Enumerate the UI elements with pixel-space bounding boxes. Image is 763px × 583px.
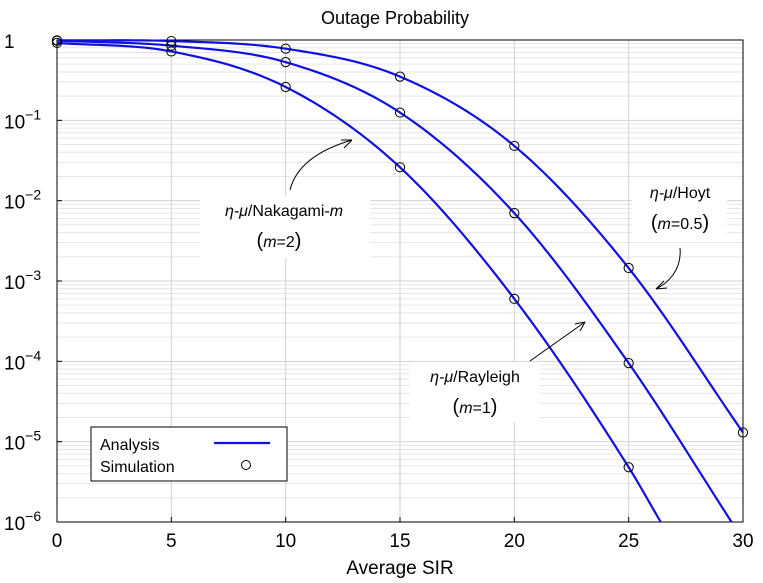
annotation-rayleigh-line2: (m=1): [453, 396, 498, 418]
x-tick-label: 10: [275, 531, 296, 552]
annotation-rayleigh-line1: η-μ/Rayleigh: [430, 369, 520, 386]
annotation-nakagami-arrow: [289, 139, 353, 191]
annotation-nakagami-arrowhead: [341, 139, 353, 149]
legend-box: [90, 426, 288, 482]
x-tick-label: 15: [389, 531, 410, 552]
simulation-point: [509, 140, 520, 152]
simulation-point: [394, 71, 406, 82]
y-tick-label: 10−1: [4, 106, 41, 133]
annotation-hoyt-line1: η-μ/Hoyt: [650, 185, 711, 202]
simulation-point: [623, 462, 634, 473]
simulation-point: [509, 208, 520, 219]
simulation-point: [280, 57, 291, 68]
annotation-hoyt-line2: (m=0.5): [651, 212, 709, 234]
legend-analysis-label: Analysis: [100, 437, 160, 454]
y-tick-label: 10−5: [4, 428, 41, 455]
simulation-point: [623, 262, 634, 274]
y-tick-label: 10−4: [4, 347, 41, 374]
legend-simulation-marker: [241, 460, 251, 470]
annotation-hoyt: η-μ/Hoyt (m=0.5): [632, 178, 727, 290]
simulation-point: [509, 293, 520, 304]
x-tick-label: 5: [166, 531, 177, 552]
simulation-point: [51, 37, 63, 49]
simulation-point: [166, 40, 177, 51]
simulation-point: [623, 358, 634, 369]
x-tick-label: 25: [618, 531, 639, 552]
y-tick-label: 10−6: [4, 508, 41, 535]
y-tick-label: 1: [4, 32, 15, 53]
simulation-point: [280, 43, 291, 54]
annotation-hoyt-arrow: [655, 247, 681, 290]
y-tick-label: 10−2: [4, 187, 41, 214]
simulation-point: [51, 35, 63, 46]
simulation-point: [737, 427, 749, 438]
annotation-nakagami: η-μ/Nakagami-m (m=2): [200, 139, 370, 258]
x-tick-label: 20: [504, 531, 525, 552]
x-tick-label: 0: [52, 531, 63, 552]
chart-title: Outage Probability: [321, 8, 469, 28]
annotation-hoyt-arrowhead: [655, 280, 668, 290]
simulation-point: [166, 35, 177, 47]
legend: Analysis Simulation: [90, 426, 288, 482]
series-line: [56, 41, 662, 523]
simulation-point: [394, 162, 406, 173]
x-axis-label: Average SIR: [346, 558, 453, 579]
annotation-nakagami-background: [200, 196, 370, 258]
simulation-point: [166, 46, 177, 57]
annotation-hoyt-background: [632, 178, 727, 238]
y-tick-label: 10−3: [4, 267, 41, 294]
annotation-nakagami-line1: η-μ/Nakagami-m: [225, 203, 343, 220]
simulation-point: [280, 81, 291, 93]
simulation-point: [394, 107, 406, 118]
x-tick-label: 30: [732, 531, 753, 552]
annotation-rayleigh: η-μ/Rayleigh (m=1): [410, 321, 586, 422]
annotation-rayleigh-arrow: [529, 321, 586, 362]
legend-simulation-label: Simulation: [100, 459, 175, 476]
annotation-rayleigh-background: [410, 362, 540, 422]
x-axis-ticks: 0 5 10 15 20 25 30: [52, 517, 754, 552]
annotation-rayleigh-arrowhead: [574, 321, 586, 332]
annotation-nakagami-line2: (m=2): [257, 230, 302, 252]
y-axis-ticks: 1 10−1 10−2 10−3 10−4 10−5 10−6: [4, 32, 62, 535]
simulation-markers: [51, 35, 749, 473]
